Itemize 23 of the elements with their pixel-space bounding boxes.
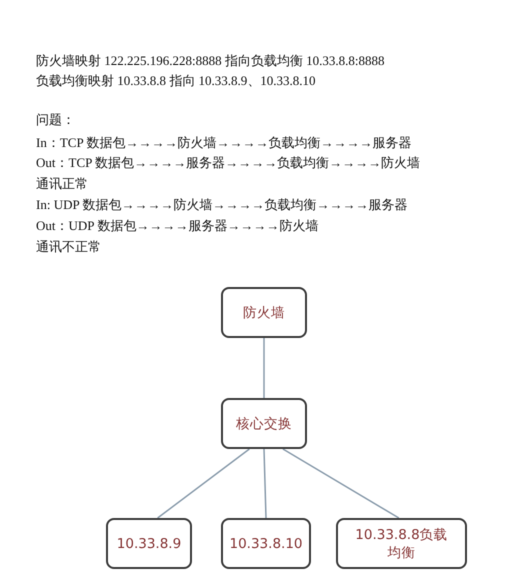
box-label: 核心交换 (236, 414, 292, 432)
box-label: 10.33.8.10 (230, 534, 302, 552)
process-box (336, 518, 467, 569)
connector-line (282, 448, 400, 519)
connector-line (157, 448, 250, 519)
process-box (221, 398, 307, 449)
note-text: Out：UDP 数据包→→→→服务器→→→→防火墙 (36, 217, 318, 235)
note-text: 防火墙映射 122.225.196.228:8888 指向负载均衡 10.33.8.8:8888 (36, 52, 384, 70)
box-label: 防火墙 (243, 304, 285, 322)
note-text: 通讯正常 (36, 175, 88, 193)
note-text: Out：TCP 数据包→→→→服务器→→→→负载均衡→→→→防火墙 (36, 154, 420, 172)
process-box (106, 518, 192, 569)
box-label: 10.33.8.9 (116, 534, 182, 552)
note-text: In: UDP 数据包→→→→防火墙→→→→负载均衡→→→→服务器 (36, 196, 408, 214)
note-text: 负载均衡映射 10.33.8.8 指向 10.33.8.9、10.33.8.10 (36, 72, 316, 90)
connector-line (263, 338, 265, 398)
box-label: 10.33.8.8负载均衡 (354, 526, 449, 562)
note-text: 通讯不正常 (36, 238, 101, 256)
connector-line (263, 448, 267, 518)
process-box (221, 518, 311, 569)
note-text: In：TCP 数据包→→→→防火墙→→→→负载均衡→→→→服务器 (36, 134, 412, 152)
note-text: 问题： (36, 111, 75, 129)
process-box (221, 287, 307, 338)
